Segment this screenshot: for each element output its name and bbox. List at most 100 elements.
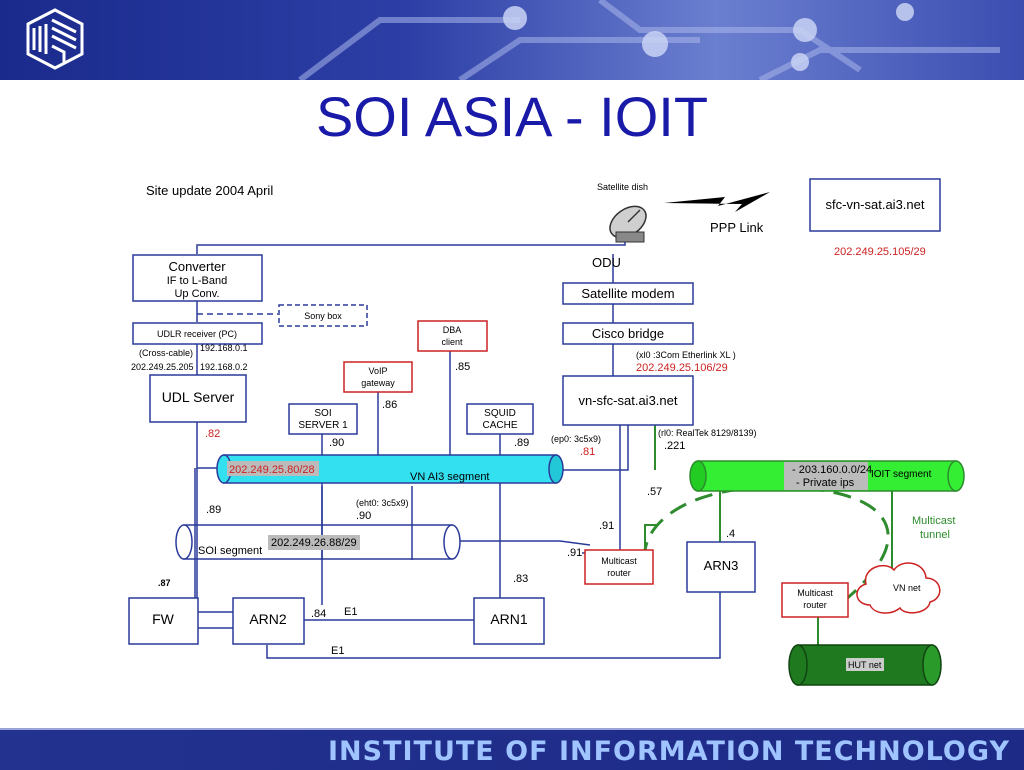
soi-server-label: SOI (314, 408, 331, 419)
circuit-board-decoration (298, 0, 1000, 80)
eht0-note: (eht0: 3c5x9) (356, 498, 409, 508)
satellite-modem-box (562, 282, 694, 305)
ioit-private-line2: - Private ips (796, 477, 855, 489)
converter-line2: IF to L-Band (167, 275, 228, 287)
left-89-label: .89 (206, 504, 221, 516)
satellite-modem-label: Satellite modem (581, 286, 674, 301)
squid-line2: CACHE (482, 420, 517, 431)
multicast-router2-box (781, 582, 849, 618)
fw-box (128, 597, 199, 645)
ioit-private-label: - 203.160.0.0/24 (792, 464, 872, 476)
cisco-bridge-label: Cisco bridge (592, 326, 664, 341)
dot-84: .84 (311, 608, 326, 620)
squid-cache-box (466, 403, 534, 435)
footer-text: INSTITUTE OF INFORMATION TECHNOLOGY (328, 736, 1010, 767)
multicast-router-label: Multicast (601, 556, 637, 566)
udlr-receiver-box (132, 322, 263, 345)
converter-box (132, 254, 263, 302)
dot-87: .87 (158, 578, 171, 588)
soi-segment (175, 524, 461, 560)
converter-line3: Up Conv. (174, 288, 219, 300)
vn-net-cloud-icon (856, 562, 941, 614)
rl0-note: (rl0: RealTek 8129/8139) (658, 428, 757, 438)
ioit-segment-label: IOIT segment (871, 469, 932, 480)
vn-sfc-sat-box (562, 375, 694, 426)
fw-label: FW (152, 611, 175, 627)
rl0-221: .221 (664, 440, 685, 452)
slide-title: SOI ASIA - IOIT (315, 85, 709, 148)
sfc-vn-sat-label: sfc-vn-sat.ai3.net (826, 197, 925, 212)
ep0-81: .81 (580, 446, 595, 458)
arn1-box (473, 597, 545, 645)
eht0-90: .90 (356, 510, 371, 522)
dba-client-box (417, 320, 488, 352)
dba-85-label: .85 (455, 361, 470, 373)
lightning-icon (664, 192, 770, 212)
odu-label: ODU (592, 255, 621, 270)
multicast-router2-line2: router (803, 600, 827, 610)
sony-box (278, 304, 368, 327)
hut-net-segment (788, 644, 942, 686)
ep0-note: (ep0: 3c5x9) (551, 434, 601, 444)
arn3-label: ARN3 (704, 558, 739, 573)
dot-57: .57 (647, 486, 662, 498)
dot-83: .83 (513, 573, 528, 585)
vn-segment-label: VN AI3 segment (410, 471, 490, 483)
dba-label: DBA (443, 325, 462, 335)
multicast-router-line2: router (607, 568, 631, 578)
converter-label: Converter (168, 259, 226, 274)
cisco-bridge-box (562, 322, 694, 345)
vn-net-label: VN net (893, 583, 921, 593)
dba-label-line2: client (441, 337, 463, 347)
site-update-label: Site update 2004 April (146, 183, 273, 198)
vn-sfc-sat-label: vn-sfc-sat.ai3.net (579, 393, 678, 408)
satellite-dish-label: Satellite dish (597, 182, 648, 192)
cross-cable-label: (Cross-cable) (139, 348, 193, 358)
multicast-router2-label: Multicast (797, 588, 833, 598)
ip-192-2: 192.168.0.2 (200, 362, 248, 372)
arn2-label: ARN2 (249, 611, 287, 627)
xl0-note: (xl0 :3Com Etherlink XL ) (636, 350, 736, 360)
multicast-tunnel-path (643, 485, 890, 612)
multicast-router-box (584, 549, 654, 585)
soi-segment-label: SOI segment (198, 545, 262, 557)
vn-ai3-segment (216, 454, 564, 484)
vn-segment-ip: 202.249.25.80/28 (229, 464, 315, 476)
ip-192-1: 192.168.0.1 (200, 343, 248, 353)
arn2-box (232, 597, 305, 645)
udl-server-label: UDL Server (162, 389, 235, 405)
xl0-ip: 202.249.25.106/29 (636, 362, 728, 374)
voip-label: VoIP (368, 366, 387, 376)
udl-82-label: .82 (205, 428, 220, 440)
ioit-segment (689, 460, 965, 492)
multicast-tunnel-line2: tunnel (920, 529, 950, 541)
squid-label: SQUID (484, 408, 516, 419)
dot-91a: .91 (599, 520, 614, 532)
soi-server-box (288, 403, 358, 435)
header-banner (0, 0, 1024, 80)
dot-4: .4 (726, 528, 735, 540)
e1-bottom: E1 (331, 645, 344, 657)
satellite-dish-icon (609, 205, 647, 243)
voip-label-line2: gateway (361, 378, 395, 388)
voip-86-label: .86 (382, 399, 397, 411)
ppp-link-label: PPP Link (710, 220, 764, 235)
udl-server-box (149, 374, 247, 423)
sfc-vn-sat-box (809, 178, 941, 232)
udlr-receiver-label: UDLR receiver (PC) (157, 329, 237, 339)
soi-segment-ip: 202.249.26.88/29 (271, 537, 357, 549)
dot-91b: .91 (567, 547, 582, 559)
footer-banner: INSTITUTE OF INFORMATION TECHNOLOGY (0, 728, 1024, 770)
soi-server-line2: SERVER 1 (298, 420, 348, 431)
multicast-tunnel-label: Multicast (912, 515, 955, 527)
soi-90-label: .90 (329, 437, 344, 449)
arn3-box (686, 541, 756, 593)
ioit-logo-icon (26, 8, 84, 70)
sony-box-label: Sony box (304, 311, 342, 321)
sfc-ip-label: 202.249.25.105/29 (834, 246, 926, 258)
arn1-label: ARN1 (490, 611, 528, 627)
voip-gateway-box (343, 361, 413, 393)
squid-89-label: .89 (514, 437, 529, 449)
hut-net-label: HUT net (848, 660, 882, 670)
